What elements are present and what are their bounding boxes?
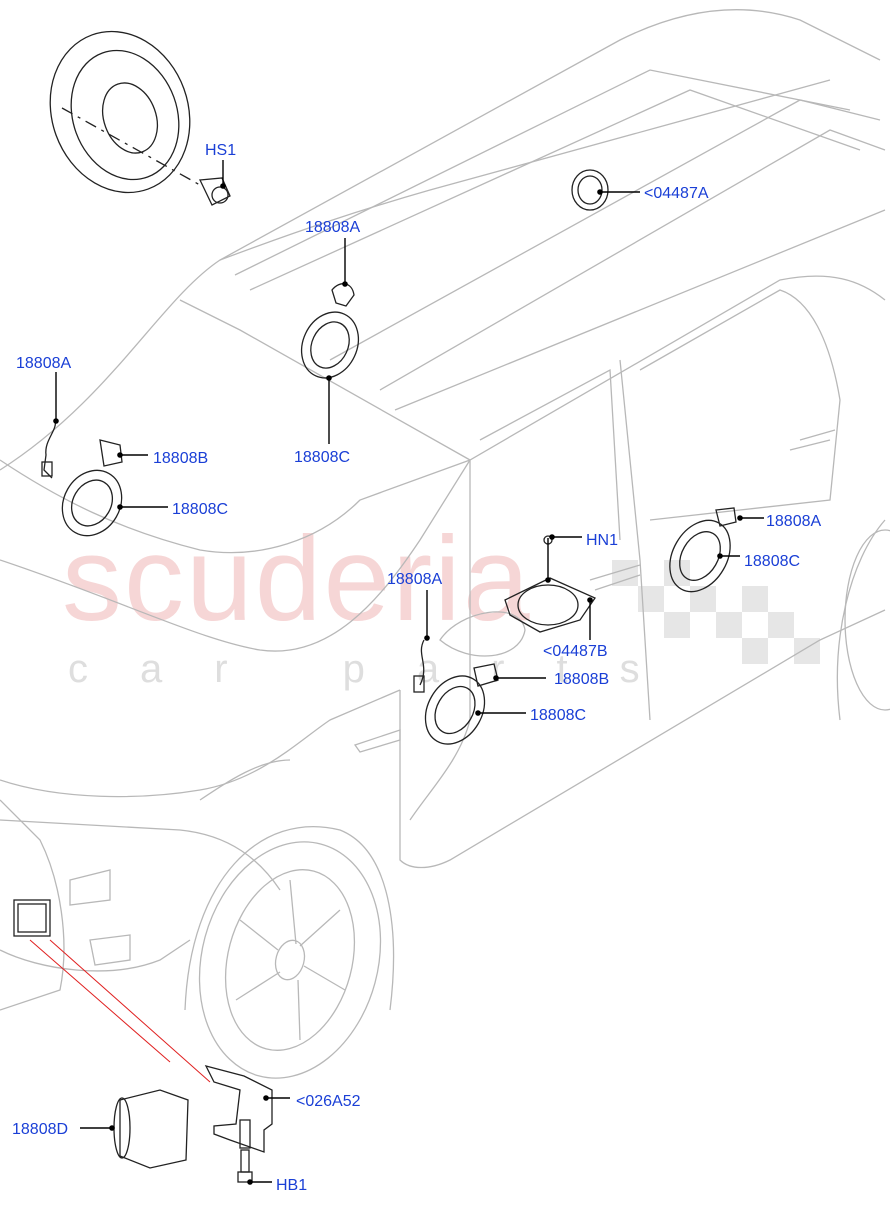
callout-top-18808a[interactable]: 18808A [305,219,360,236]
leader-lines [53,160,764,1185]
callout-04487b[interactable]: <04487B [543,643,608,660]
callout-right-18808a[interactable]: 18808A [766,513,821,530]
watermark-sub: car parts [68,647,692,691]
horn-18808d-part[interactable] [113,1089,189,1169]
callout-left-18808c[interactable]: 18808C [172,501,228,518]
callout-top-18808c[interactable]: 18808C [294,449,350,466]
speaker-hs1-part[interactable] [28,12,231,213]
callout-hb1[interactable]: HB1 [276,1177,307,1194]
left-speaker-part[interactable] [41,419,133,546]
watermark-checker [612,560,820,664]
callout-left-18808b[interactable]: 18808B [153,450,208,467]
right-speaker-part[interactable] [658,507,743,602]
callout-04487a[interactable]: <04487A [644,185,709,202]
callout-mid-18808b[interactable]: 18808B [554,671,609,688]
callout-left-18808a[interactable]: 18808A [16,355,71,372]
callout-right-18808c[interactable]: 18808C [744,553,800,570]
callout-18808d[interactable]: 18808D [12,1121,68,1138]
mid-speaker-part[interactable] [413,639,499,755]
vehicle-outline [0,8,890,1079]
highlight-line [29,939,171,1063]
top-speaker-part[interactable] [291,283,369,388]
horn-in-bumper-part[interactable] [13,899,51,937]
callout-hs1[interactable]: HS1 [205,142,236,159]
callout-mid-18808c[interactable]: 18808C [530,707,586,724]
watermark: scuderia car parts [62,512,820,691]
callout-hn1[interactable]: HN1 [586,532,618,549]
callout-mid-18808a[interactable]: 18808A [387,571,442,588]
watermark-brand: scuderia [62,512,532,646]
bolt-hb1-part[interactable] [237,1149,253,1183]
highlight-line [49,939,211,1083]
bracket-026a52-part[interactable] [204,1065,273,1153]
callout-026a52[interactable]: <026A52 [296,1093,361,1110]
cover-04487a-part[interactable] [571,169,609,211]
